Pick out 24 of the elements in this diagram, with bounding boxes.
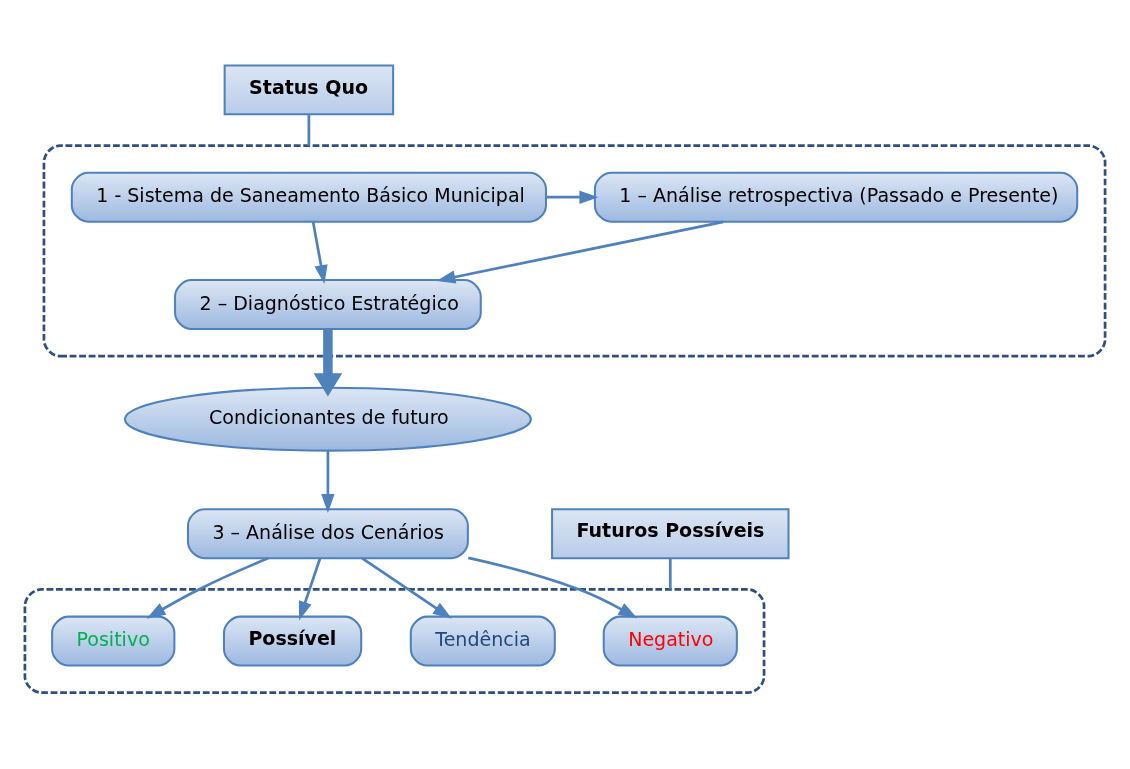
arrow: [436, 220, 724, 284]
node-box: Positivo: [51, 615, 176, 667]
node-box: Status Quo: [223, 64, 395, 116]
node-box: 1 – Análise retrospectiva (Passado e Presente): [593, 171, 1079, 223]
arrow: [468, 556, 638, 619]
node-ellipse: Condicionantes de futuro: [123, 386, 532, 452]
arrow: [146, 557, 269, 619]
node-box: Possível: [222, 615, 363, 667]
node-box: Futuros Possíveis: [551, 508, 790, 560]
cluster: [23, 588, 766, 695]
arrow: [298, 557, 322, 621]
node-box: 3 – Análise dos Cenários: [186, 508, 469, 560]
node-box: Negativo: [602, 615, 738, 667]
arrow: [361, 557, 452, 619]
arrow: [313, 329, 343, 397]
connector: [307, 114, 311, 146]
cluster: [42, 144, 1107, 358]
node-box: Tendência: [409, 615, 556, 667]
node-box: 2 – Diagnóstico Estratégico: [174, 279, 482, 331]
arrow: [321, 451, 335, 514]
arrow: [311, 221, 328, 285]
node-box: 1 - Sistema de Saneamento Básico Municipal: [70, 171, 547, 223]
arrow: [546, 190, 599, 204]
connector: [668, 558, 672, 590]
